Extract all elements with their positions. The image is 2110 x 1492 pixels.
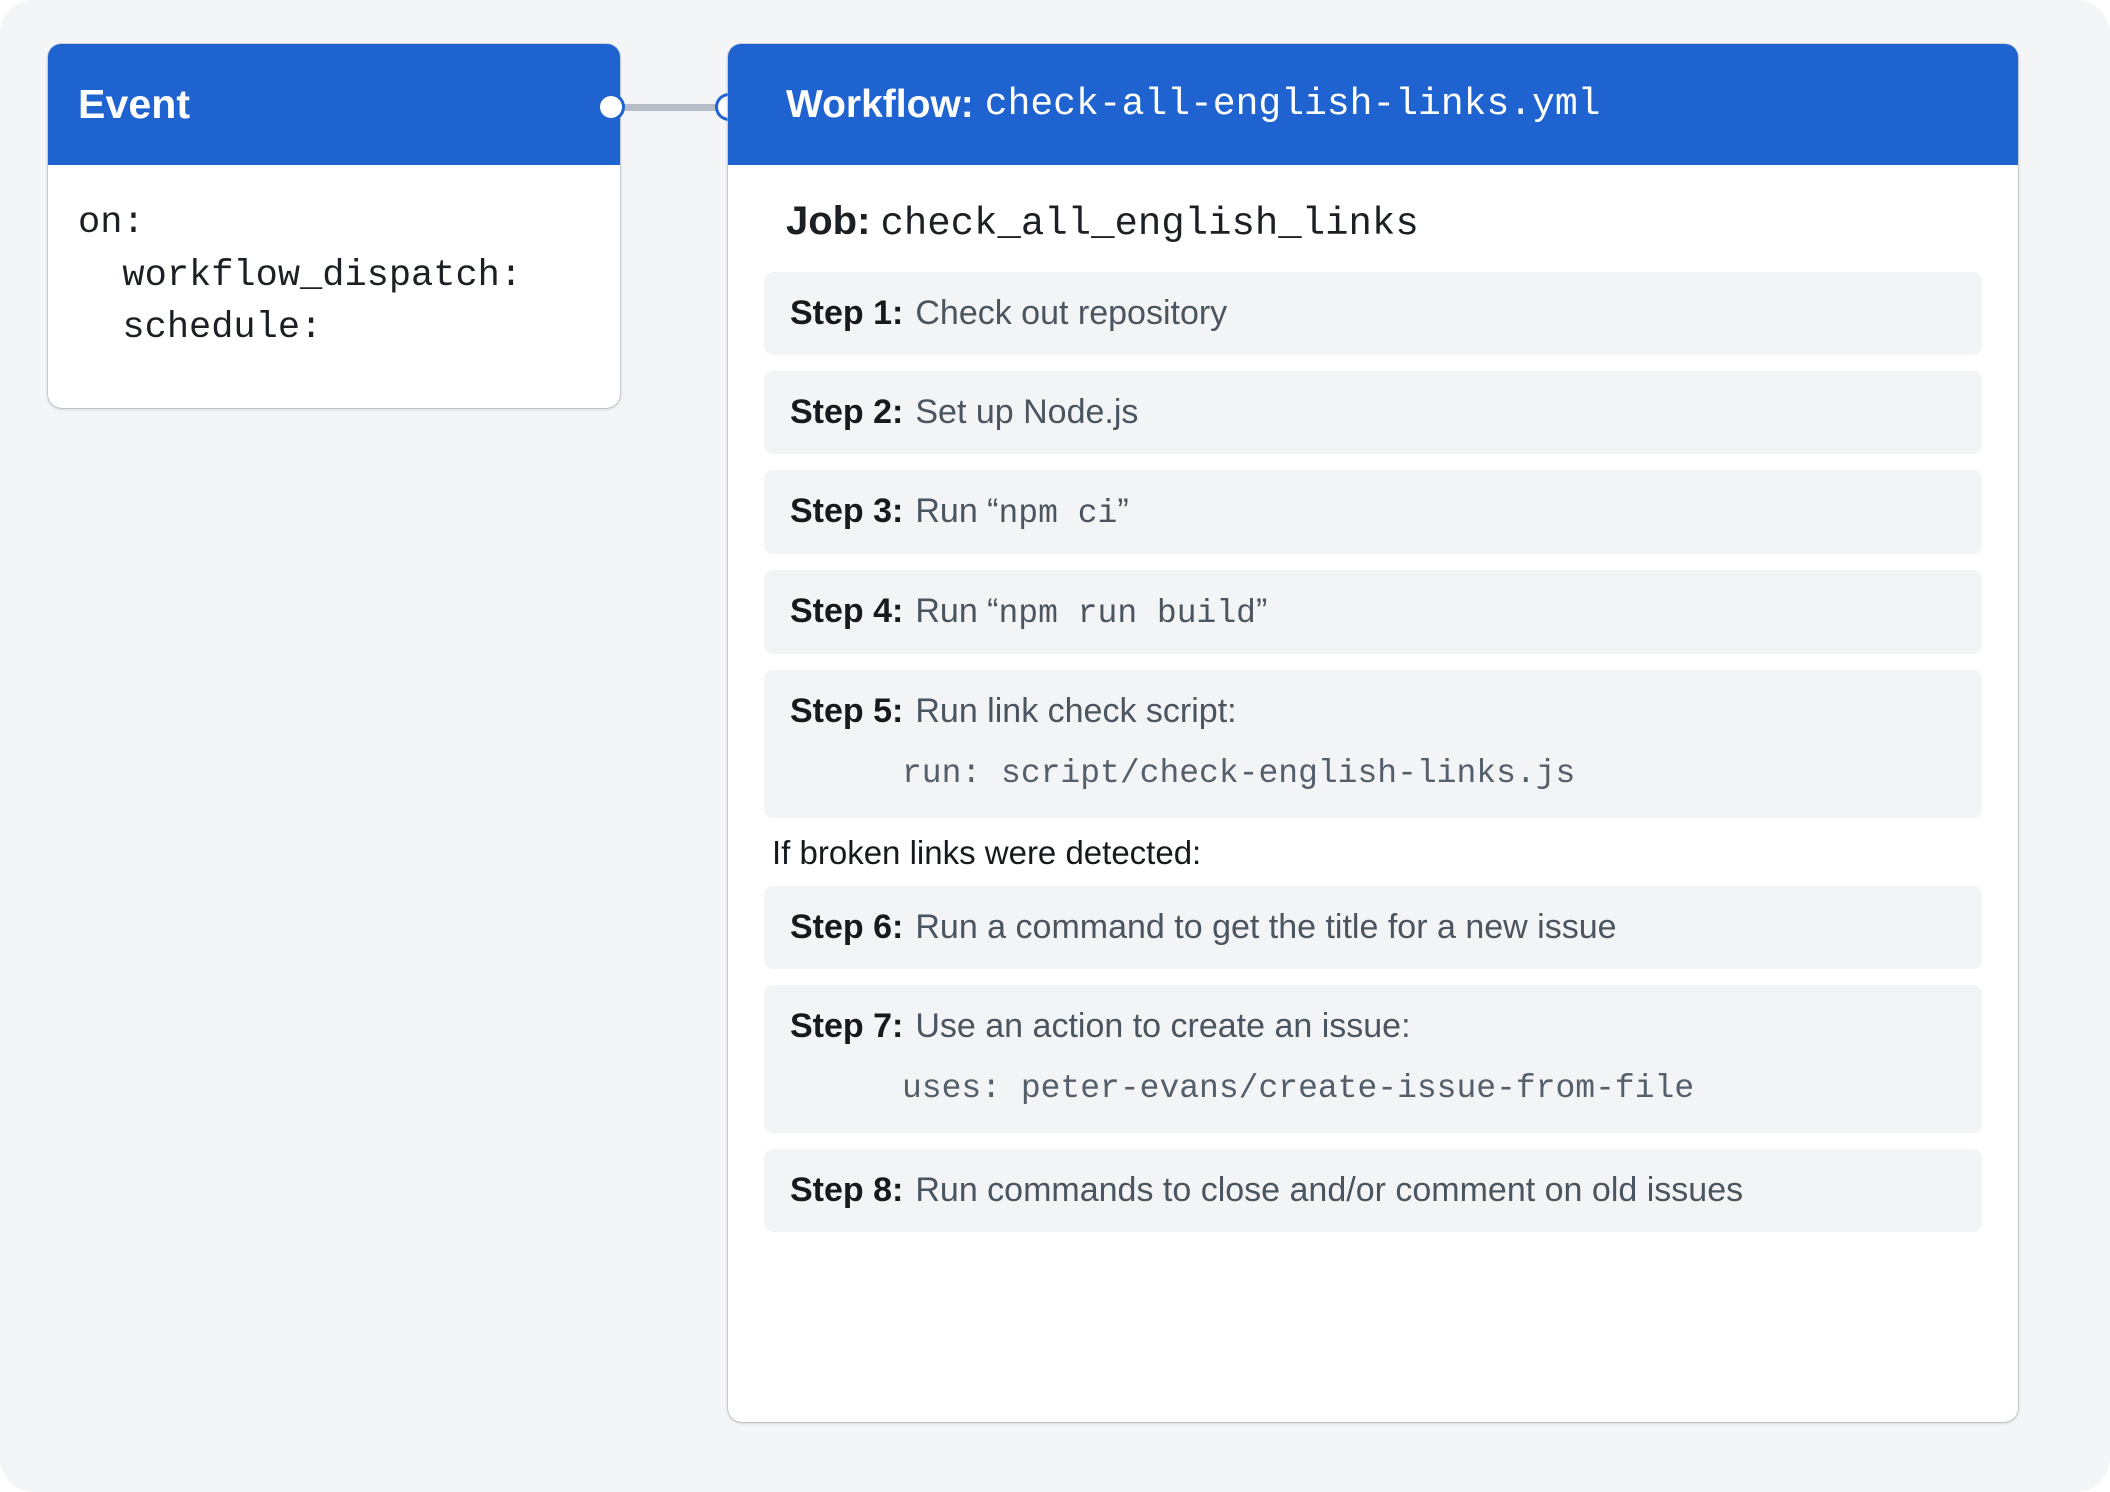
- step-description: Run a command to get the title for a new…: [915, 908, 1616, 947]
- step-description-suffix: ”: [1117, 492, 1129, 530]
- workflow-node-body: Job:check_all_english_links Step 1: Check…: [728, 165, 2018, 1232]
- step-line: Step 6: Run a command to get the title fo…: [790, 908, 1956, 947]
- connector-port-left-icon: [600, 96, 622, 118]
- step-description: Run link check script:: [915, 692, 1236, 731]
- step-line: Step 7: Use an action to create an issue:: [790, 1007, 1956, 1046]
- step-description: Run “npm run build”: [915, 592, 1267, 632]
- step-description-text: Check out repository: [915, 294, 1228, 332]
- step-line: Step 5: Run link check script:: [790, 692, 1956, 731]
- step-label: Step 7:: [790, 1007, 904, 1045]
- step-row[interactable]: Step 3: Run “npm ci”: [764, 470, 1982, 554]
- event-node-header: Event: [48, 44, 620, 165]
- step-line: Step 2: Set up Node.js: [790, 393, 1956, 432]
- connector-wire: [614, 104, 722, 111]
- step-description: Run “npm ci”: [915, 492, 1128, 532]
- workflow-node-header: Workflow: check-all-english-links.yml: [728, 44, 2018, 165]
- step-description-text: Use an action to create an issue:: [915, 1007, 1411, 1045]
- step-description: Run commands to close and/or comment on …: [915, 1171, 1743, 1210]
- step-description: Use an action to create an issue:: [915, 1007, 1410, 1046]
- job-line: Job:check_all_english_links: [786, 199, 1982, 246]
- step-description-text: Run “: [915, 592, 999, 630]
- step-row[interactable]: Step 6: Run a command to get the title fo…: [764, 886, 1982, 969]
- step-label: Step 2:: [790, 393, 904, 431]
- step-line: Step 1: Check out repository: [790, 294, 1956, 333]
- step-description-text: Run “: [915, 492, 999, 530]
- step-description: Set up Node.js: [915, 393, 1138, 432]
- step-description-text: Run a command to get the title for a new…: [915, 908, 1617, 946]
- workflow-header-value: check-all-english-links.yml: [984, 83, 1601, 126]
- step-label: Step 3:: [790, 492, 904, 530]
- job-label: Job:: [786, 199, 871, 243]
- event-node[interactable]: Event on: workflow_dispatch: schedule:: [48, 44, 620, 408]
- step-description-code: npm ci: [998, 495, 1118, 532]
- step-label: Step 1:: [790, 294, 904, 332]
- step-row[interactable]: Step 2: Set up Node.js: [764, 371, 1982, 454]
- step-row[interactable]: Step 5: Run link check script: run: script…: [764, 670, 1982, 818]
- workflow-node[interactable]: Workflow: check-all-english-links.yml Jo…: [728, 44, 2018, 1422]
- node-connector: [600, 96, 740, 118]
- step-label: Step 4:: [790, 592, 904, 630]
- step-label: Step 8:: [790, 1171, 904, 1209]
- step-line: Step 4: Run “npm run build”: [790, 592, 1956, 632]
- step-description-text: Set up Node.js: [915, 393, 1139, 431]
- step-row[interactable]: Step 4: Run “npm run build”: [764, 570, 1982, 654]
- workflow-header-key: Workflow:: [786, 82, 974, 126]
- event-node-title: Event: [78, 81, 191, 127]
- step-description-code: npm run build: [998, 595, 1256, 632]
- step-description: Check out repository: [915, 294, 1227, 333]
- step-code-detail: run: script/check-english-links.js: [902, 755, 1576, 792]
- step-code-detail: uses: peter-evans/create-issue-from-file: [902, 1070, 1695, 1107]
- step-description-suffix: ”: [1255, 592, 1268, 630]
- step-line: Step 8: Run commands to close and/or comm…: [790, 1171, 1956, 1210]
- step-row[interactable]: Step 1: Check out repository: [764, 272, 1982, 355]
- steps-list-conditional: Step 6: Run a command to get the title fo…: [764, 886, 1982, 1232]
- step-description-text: Run commands to close and/or comment on …: [915, 1171, 1744, 1209]
- step-row[interactable]: Step 7: Use an action to create an issue:…: [764, 985, 1982, 1133]
- step-description-text: Run link check script:: [915, 692, 1237, 730]
- step-label: Step 5:: [790, 692, 904, 730]
- conditional-note: If broken links were detected:: [772, 834, 1202, 871]
- step-line: Step 3: Run “npm ci”: [790, 492, 1956, 532]
- job-name: check_all_english_links: [880, 202, 1419, 246]
- step-label: Step 6:: [790, 908, 904, 946]
- step-row[interactable]: Step 8: Run commands to close and/or comm…: [764, 1149, 1982, 1232]
- event-node-code: on: workflow_dispatch: schedule:: [78, 202, 523, 350]
